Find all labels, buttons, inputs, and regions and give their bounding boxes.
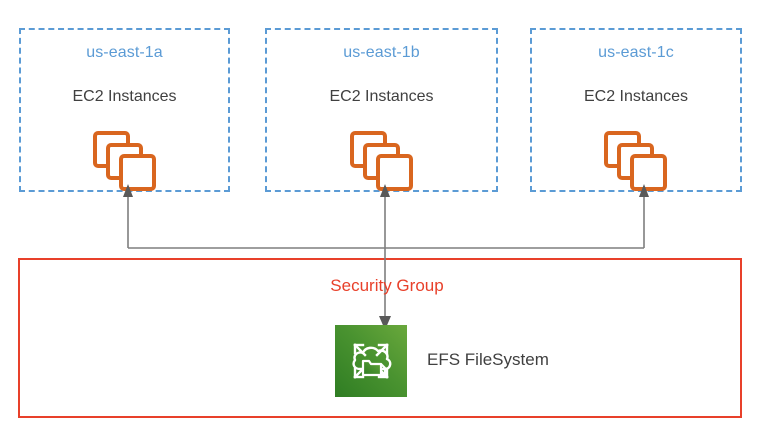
availability-zone-us-east-1a: us-east-1a EC2 Instances <box>19 28 230 192</box>
az-label-us-east-1c: us-east-1c <box>598 44 674 61</box>
az-label-us-east-1a: us-east-1a <box>86 44 163 61</box>
az-label-us-east-1b: us-east-1b <box>343 44 420 61</box>
security-group-boundary <box>18 258 742 418</box>
ec2-instances-icon <box>603 130 669 192</box>
efs-filesystem-label: EFS FileSystem <box>427 350 549 369</box>
az-resource-label-us-east-1a: EC2 Instances <box>72 88 177 105</box>
az-resource-label-us-east-1b: EC2 Instances <box>329 88 434 105</box>
availability-zone-us-east-1c: us-east-1c EC2 Instances <box>530 28 742 192</box>
availability-zone-us-east-1b: us-east-1b EC2 Instances <box>265 28 498 192</box>
security-group-label: Security Group <box>330 276 444 295</box>
az-resource-label-us-east-1c: EC2 Instances <box>583 88 689 105</box>
ec2-instances-icon <box>92 130 158 192</box>
efs-filesystem-icon <box>335 325 407 397</box>
ec2-instances-icon <box>349 130 415 192</box>
